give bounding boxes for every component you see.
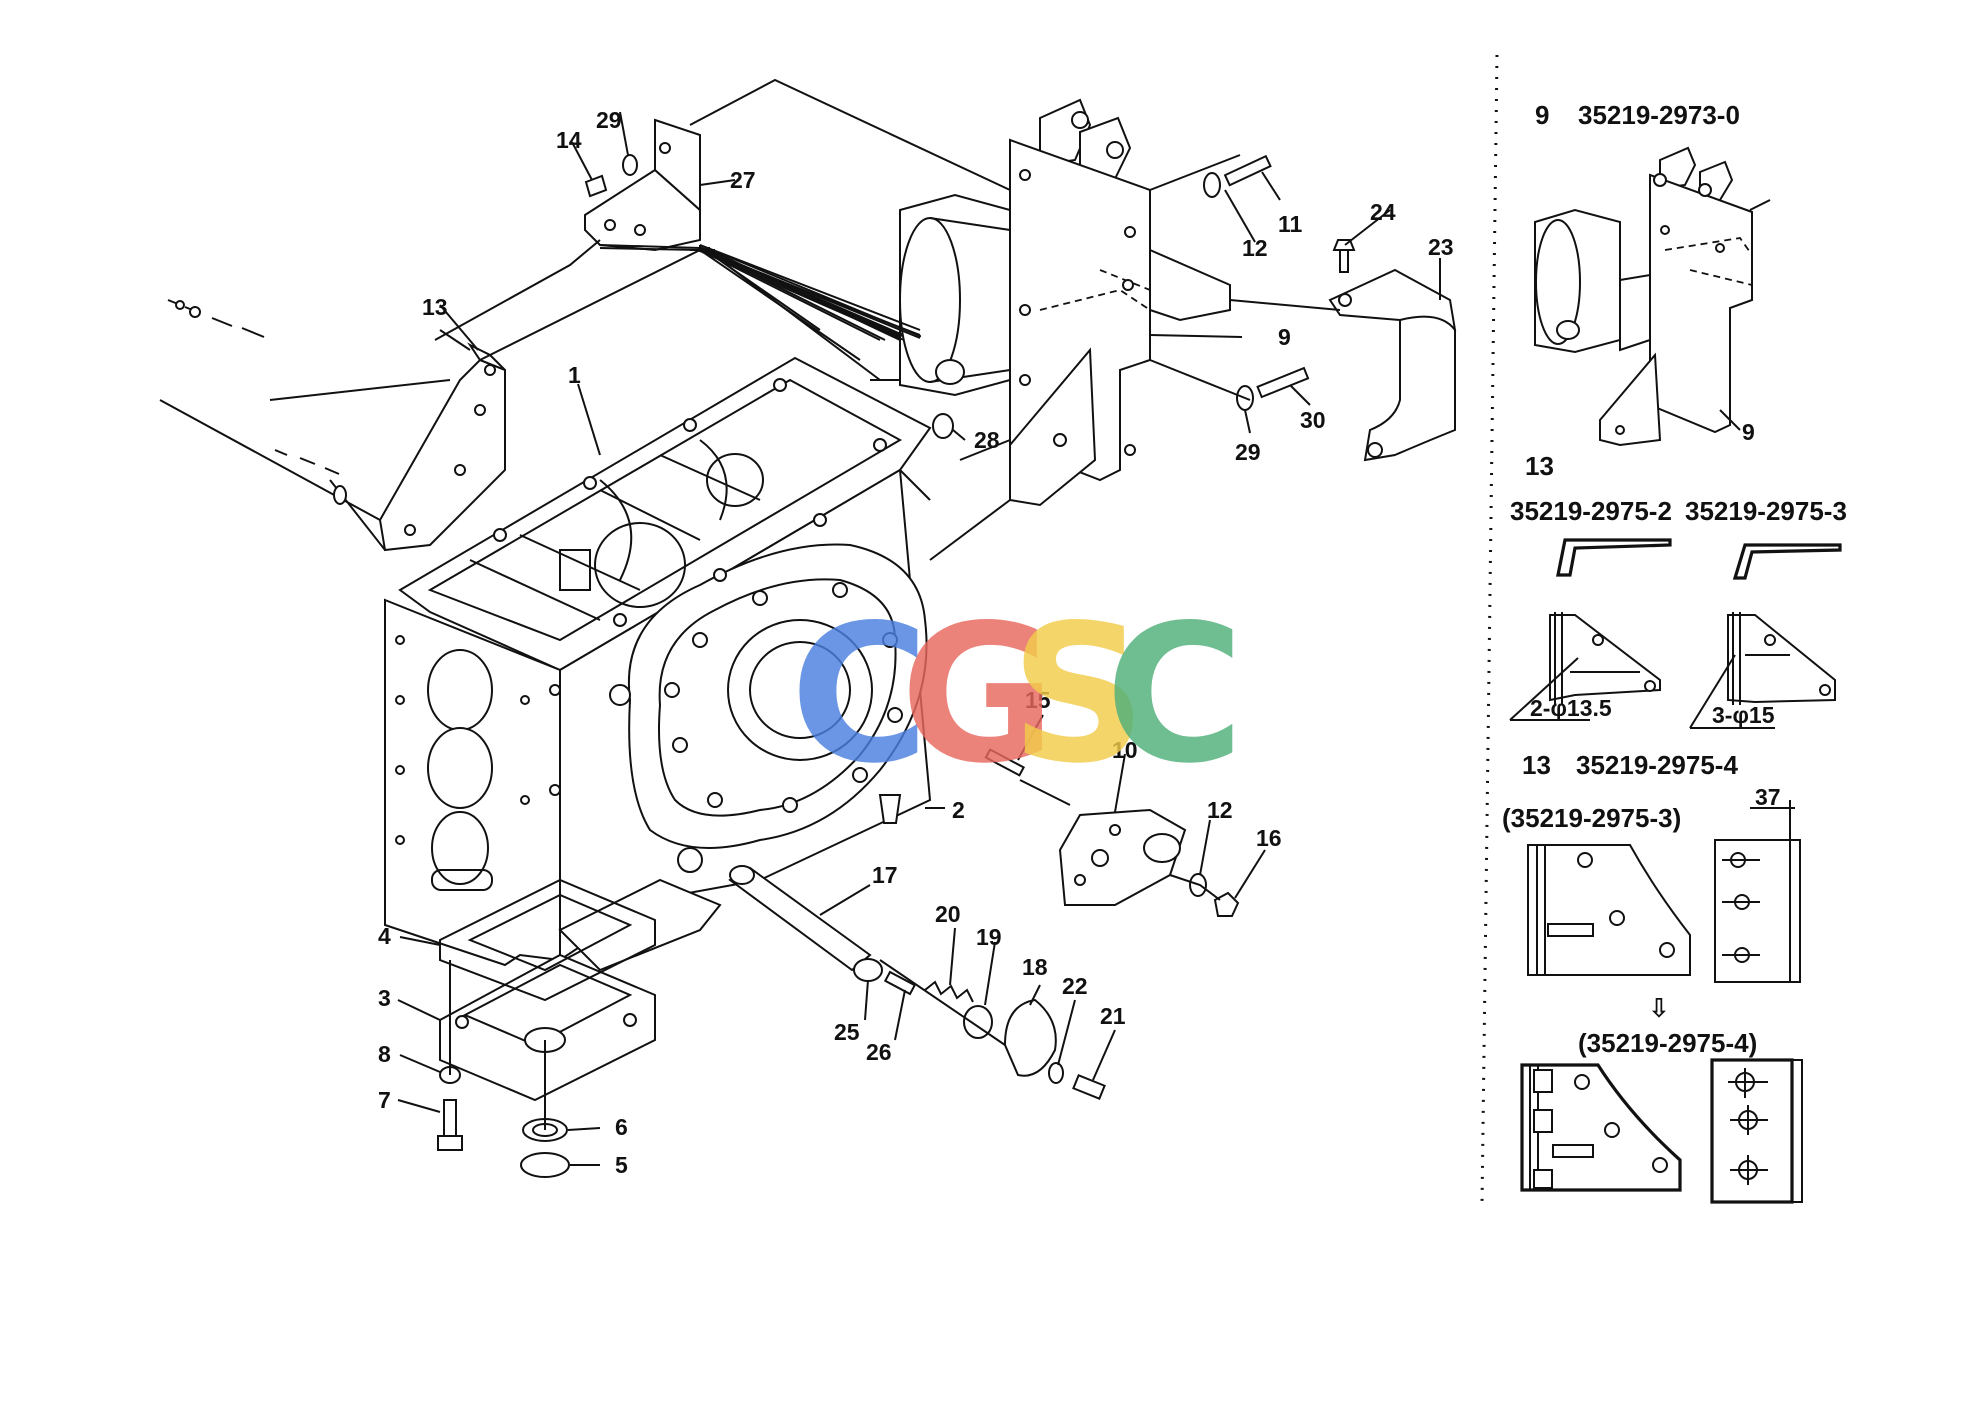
transmission-case [384,356,932,972]
callout-21: 21 [1100,1003,1126,1029]
dimension-37: 37 [1755,784,1781,810]
flange-bolt-holes [664,582,903,813]
callout-numbers: 1 2 3 4 5 6 7 8 9 10 11 12 12 13 14 15 1… [378,107,1454,1178]
panel-divider [1480,54,1499,1206]
callout-16: 16 [1256,825,1282,851]
holes-3-phi-15: 3-φ15 [1712,702,1775,728]
callout-20: 20 [935,901,961,927]
callout-23: 23 [1428,234,1454,260]
watermark-cgsc: C G S C [790,584,1244,805]
variant-side-panel: 9 35219-2973-0 9 13 35219-2975-2 35219-2… [1480,54,1847,1206]
watermark-letter-c1: C [790,584,929,805]
bracket-13 [378,342,506,552]
profile-2975-2 [1556,538,1672,577]
callout-24: 24 [1370,199,1396,225]
watermark-letter-g: G [900,584,1056,805]
gasket-4 [439,878,656,1002]
callout-22: 22 [1062,973,1088,999]
callout-18: 18 [1022,954,1048,980]
callout-4: 4 [378,923,391,949]
callout-26: 26 [866,1039,892,1065]
callout-8: 8 [378,1041,391,1067]
leader-lines [159,78,1441,1166]
callout-10: 10 [1112,737,1138,763]
variant-2975-2: 35219-2975-2 [1510,496,1672,526]
callout-27: 27 [730,167,756,193]
after-plate-views [1520,1058,1803,1204]
plan-2975-3: 3-φ15 [1689,612,1836,729]
before-variant-label: (35219-2975-3) [1502,803,1681,833]
callout-25: 25 [834,1019,860,1045]
callout-28: 28 [974,427,1000,453]
callout-30: 30 [1300,407,1326,433]
callout-13: 13 [422,294,448,320]
holes-2-phi-13-5: 2-φ13.5 [1530,695,1612,721]
bracket-9-small: 9 [1534,146,1771,447]
housing-10 [1058,808,1187,906]
callout-11: 11 [1278,211,1303,237]
item13-part-number-b: 35219-2975-4 [1576,750,1738,780]
callout-14: 14 [556,127,582,153]
before-plate-views: 37 [1527,784,1801,983]
callout-19: 19 [976,924,1002,950]
item9-part-number: 35219-2973-0 [1578,100,1740,130]
callout-7: 7 [378,1087,391,1113]
callout-1: 1 [568,362,581,388]
item13-number-a: 13 [1525,451,1554,481]
oil-pan-3 [439,953,656,1102]
fasteners [437,154,1356,1178]
callout-12-upper: 12 [1242,235,1268,261]
callout-15: 15 [1025,687,1051,713]
item9-number: 9 [1535,100,1549,130]
variant-2975-3: 35219-2975-3 [1685,496,1847,526]
after-variant-label: (35219-2975-4) [1578,1028,1757,1058]
callout-5: 5 [615,1152,628,1178]
callout-12-lower: 12 [1207,797,1233,823]
callout-29-lower: 29 [1235,439,1261,465]
bracket-9-assembly [899,98,1231,507]
callout-2: 2 [952,797,965,823]
bracket-27 [584,118,701,252]
change-arrow-icon: ⇩ [1648,993,1670,1023]
callout-3: 3 [378,985,391,1011]
loose-hardware-left [167,299,347,505]
watermark-letter-s: S [1010,584,1147,805]
cover-23 [1328,268,1457,462]
bracket-9-small-label: 9 [1742,419,1755,445]
profile-2975-3 [1732,543,1842,580]
callout-6: 6 [615,1114,628,1140]
plan-2975-2: 2-φ13.5 [1509,612,1661,721]
watermark-letter-c2: C [1105,584,1244,805]
item13-number-b: 13 [1522,750,1551,780]
callout-9: 9 [1278,324,1291,350]
callout-17: 17 [872,862,898,888]
callout-29-upper: 29 [596,107,622,133]
